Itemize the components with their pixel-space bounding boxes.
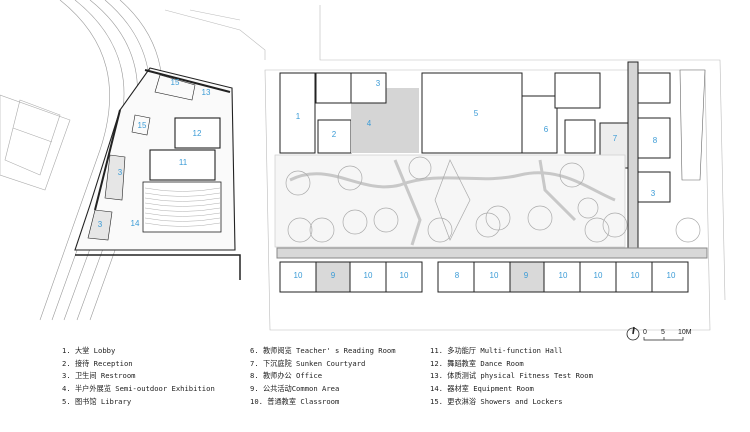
room-label-fitness-test: 13 [202,88,211,97]
room-label-showers: 15 [138,121,147,130]
legend-item: 7. 下沉庭院 Sunken Courtyard [250,359,366,368]
main-building [279,61,706,253]
room-label-reception: 2 [332,130,337,139]
site-outline [164,5,726,331]
sports-courts [0,94,71,191]
room-label-library: 5 [474,109,479,118]
room-label-showers: 15 [171,78,180,87]
room-labels: 1 2 3 4 5 6 7 8 3 10 9 10 10 8 10 9 10 1… [98,78,676,280]
room-label-classroom: 10 [294,271,303,280]
legend-item: 13. 体质测试 physical Fitness Test Room [430,371,593,380]
room-label-classroom: 10 [631,271,640,280]
scale-tick-0: 0 [643,329,647,336]
scale-bar: 0 5 10M [643,329,692,341]
legend-item: 11. 多功能厅 Multi-function Hall [430,346,563,355]
auditorium-block [74,67,241,280]
legend-item: 14. 器材室 Equipment Room [430,384,534,393]
room-label-restroom: 3 [376,79,381,88]
room-label-office: 8 [455,271,460,280]
legend-item: 12. 舞蹈教室 Dance Room [430,359,524,368]
scale-tick-10: 10M [678,329,692,336]
scale-tick-5: 5 [661,329,665,336]
room-label-classroom: 10 [667,271,676,280]
legend-item: 5. 图书馆 Library [62,397,132,406]
classroom-wing [276,247,708,293]
room-label-restroom: 3 [651,189,656,198]
legend-item: 8. 教师办公 Office [250,371,323,380]
room-label-restroom: 3 [118,168,123,177]
legend-item: 9. 公共活动Common Area [250,384,340,393]
room-label-classroom: 10 [594,271,603,280]
room-label-common-area: 9 [331,271,336,280]
legend-item: 3. 卫生间 Restroom [62,371,136,380]
room-label-restroom: 3 [98,220,103,229]
legend-item: 10. 普通教室 Classroom [250,397,340,406]
room-label-exhibition: 4 [367,119,372,128]
room-label-teacher-reading: 6 [544,125,549,134]
room-label-common-area: 9 [524,271,529,280]
room-label-classroom: 10 [400,271,409,280]
room-label-classroom: 10 [490,271,499,280]
garden-courtyard [274,154,701,248]
room-label-classroom: 10 [559,271,568,280]
room-label-office: 8 [653,136,658,145]
legend-item: 2. 接待 Reception [62,359,133,368]
room-label-sunken-courtyard: 7 [613,134,618,143]
room-label-multifunction-hall: 11 [179,158,188,167]
room-label-equipment: 14 [131,219,140,228]
room-label-classroom: 10 [364,271,373,280]
legend-item: 15. 更衣淋浴 Showers and Lockers [430,397,563,406]
legend-item: 4. 半户外展览 Semi-outdoor Exhibition [62,384,215,393]
north-arrow-icon [626,326,640,341]
legend-item: 6. 教师阅览 Teacher' s Reading Room [250,346,396,355]
room-label-dance: 12 [193,129,202,138]
room-label-lobby: 1 [296,112,301,121]
legend-item: 1. 大堂 Lobby [62,346,116,355]
